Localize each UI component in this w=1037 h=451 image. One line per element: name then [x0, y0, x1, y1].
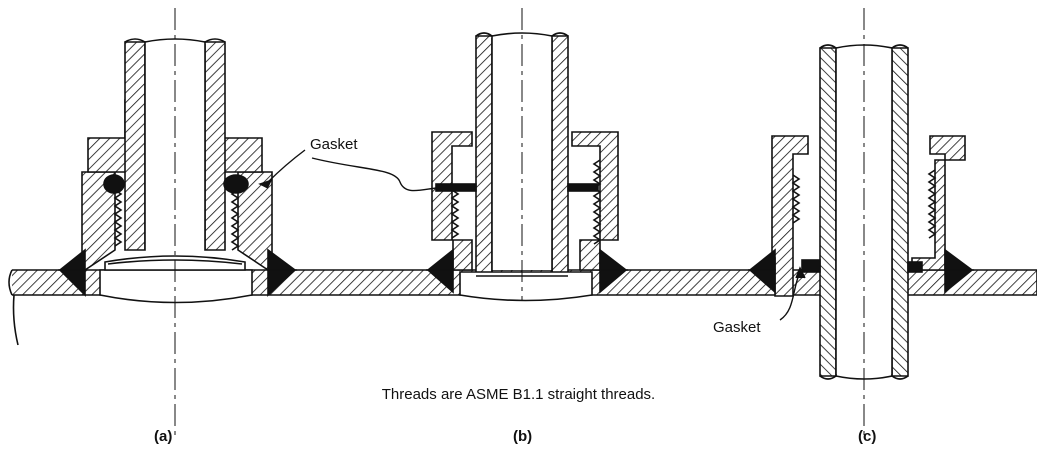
caption-c: (c) — [858, 428, 877, 445]
fitting-c — [747, 8, 975, 440]
gasket-label-top: Gasket — [310, 136, 358, 153]
fitting-a — [57, 8, 298, 440]
caption-b: (b) — [513, 428, 533, 445]
fitting-b — [425, 8, 629, 302]
leader-lines — [258, 149, 806, 321]
thread-note: Threads are ASME B1.1 straight threads. — [381, 386, 656, 403]
gasket-label-bottom: Gasket — [713, 319, 761, 336]
caption-a: (a) — [154, 428, 173, 445]
